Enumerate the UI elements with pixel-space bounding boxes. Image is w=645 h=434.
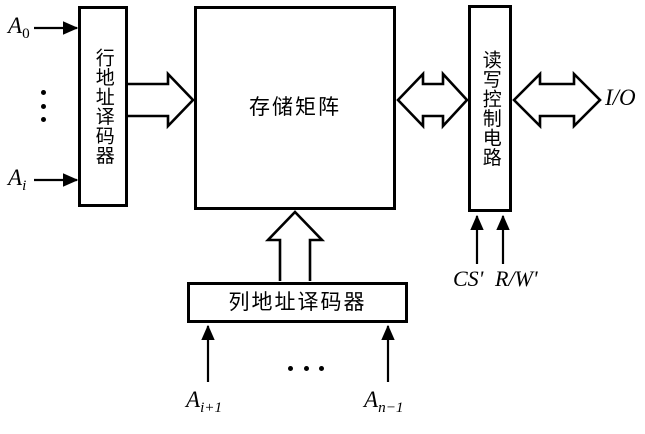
label-chip-select: CS' — [453, 266, 484, 291]
vertical-ellipsis — [36, 90, 50, 122]
label-address-ai-plus-1-base: A — [186, 387, 201, 412]
label-address-ai-plus-1-subscript: i+1 — [200, 398, 223, 416]
label-address-ai: Ai — [8, 166, 26, 193]
ellipsis-dot — [319, 365, 324, 371]
horizontal-ellipsis — [288, 364, 324, 372]
hollow-arrow-col-decoder-to-matrix — [264, 210, 326, 281]
block-memory-matrix[interactable]: 存储矩阵 — [194, 6, 396, 210]
ellipsis-dot — [40, 90, 46, 95]
label-io: I/O — [605, 85, 636, 110]
label-address-a0: A0 — [8, 14, 30, 41]
label-address-a0-base: A — [8, 13, 23, 38]
block-row-address-decoder-label: 行地址译码器 — [92, 48, 115, 165]
block-read-write-control-circuit[interactable]: 读写控制电路 — [468, 5, 512, 212]
hollow-double-arrow-rw-to-io — [512, 70, 602, 130]
label-address-ai-plus-1: Ai+1 — [186, 388, 222, 415]
label-address-a0-subscript: 0 — [22, 24, 30, 42]
label-address-an-minus-1-subscript: n−1 — [378, 398, 404, 416]
block-memory-matrix-label: 存储矩阵 — [249, 95, 341, 120]
block-column-address-decoder-label: 列地址译码器 — [228, 289, 367, 314]
ellipsis-dot — [40, 117, 46, 122]
hollow-double-arrow-matrix-to-rw — [396, 70, 469, 130]
hollow-arrow-row-decoder-to-matrix — [128, 70, 195, 130]
ellipsis-dot — [40, 103, 46, 109]
label-address-ai-subscript: i — [22, 176, 27, 194]
ellipsis-dot — [303, 365, 309, 371]
block-column-address-decoder[interactable]: 列地址译码器 — [187, 282, 408, 323]
label-address-ai-base: A — [8, 165, 23, 190]
label-read-write: R/W' — [495, 266, 538, 291]
block-read-write-control-circuit-label: 读写控制电路 — [479, 50, 502, 167]
label-address-an-minus-1: An−1 — [364, 388, 403, 415]
ellipsis-dot — [288, 365, 293, 371]
block-row-address-decoder[interactable]: 行地址译码器 — [78, 6, 128, 207]
label-address-an-minus-1-base: A — [364, 387, 379, 412]
